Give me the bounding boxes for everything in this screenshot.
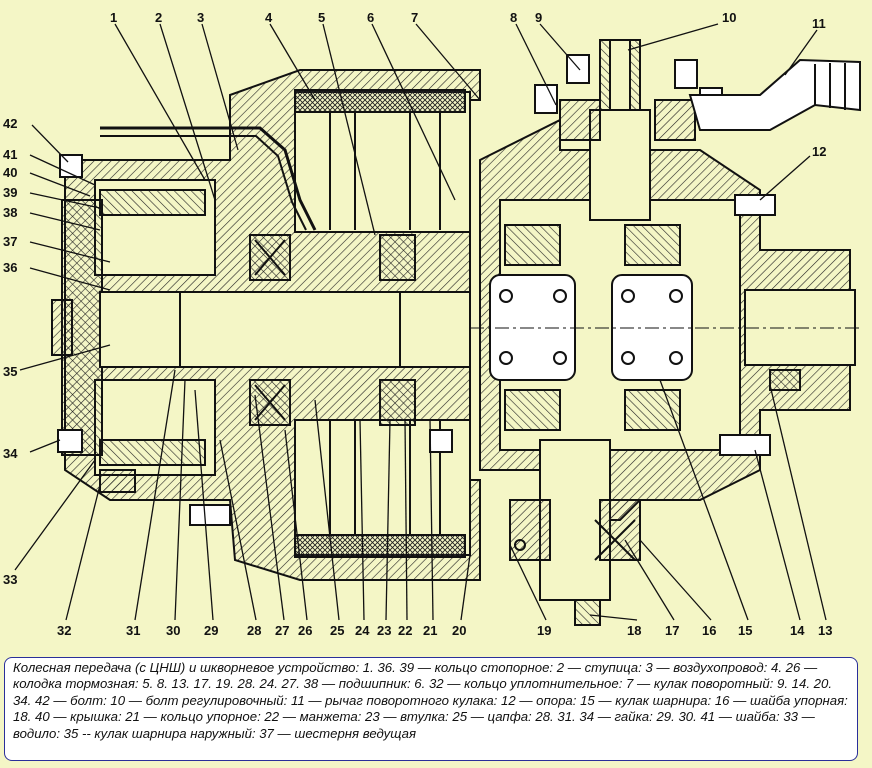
- callout-20: 20: [452, 623, 466, 638]
- callout-30: 30: [166, 623, 180, 638]
- callout-22: 22: [398, 623, 412, 638]
- callout-27: 27: [275, 623, 289, 638]
- callout-21: 21: [423, 623, 437, 638]
- callout-10: 10: [722, 10, 736, 25]
- callout-32: 32: [57, 623, 71, 638]
- callout-23: 23: [377, 623, 391, 638]
- wheel-hub-section: [51, 69, 481, 581]
- callout-13: 13: [818, 623, 832, 638]
- assembly-drawing: 1 2 3 4 5 6 7 8 9 10 11 12 13 14 15 16 1…: [3, 10, 861, 638]
- callout-6: 6: [367, 10, 374, 25]
- callout-8: 8: [510, 10, 517, 25]
- callout-28: 28: [247, 623, 261, 638]
- callout-15: 15: [738, 623, 752, 638]
- callout-1: 1: [110, 10, 117, 25]
- caption-box: Колесная передача (с ЦНШ) и шкворневое у…: [4, 657, 858, 761]
- callout-24: 24: [355, 623, 370, 638]
- callout-16: 16: [702, 623, 716, 638]
- callout-40: 40: [3, 165, 17, 180]
- callout-4: 4: [265, 10, 273, 25]
- callout-numbers: 1 2 3 4 5 6 7 8 9 10 11 12 13 14 15 16 1…: [3, 10, 832, 638]
- callout-9: 9: [535, 10, 542, 25]
- callout-29: 29: [204, 623, 218, 638]
- callout-38: 38: [3, 205, 17, 220]
- callout-41: 41: [3, 147, 17, 162]
- callout-14: 14: [790, 623, 805, 638]
- callout-33: 33: [3, 572, 17, 587]
- callout-25: 25: [330, 623, 344, 638]
- callout-11: 11: [812, 16, 826, 31]
- left-bolts: [57, 154, 453, 526]
- callout-5: 5: [318, 10, 325, 25]
- callout-7: 7: [411, 10, 418, 25]
- callout-37: 37: [3, 234, 17, 249]
- callout-17: 17: [665, 623, 679, 638]
- caption-text: Колесная передача (с ЦНШ) и шкворневое у…: [13, 660, 848, 741]
- callout-26: 26: [298, 623, 312, 638]
- callout-42: 42: [3, 116, 17, 131]
- callout-31: 31: [126, 623, 140, 638]
- callout-18: 18: [627, 623, 641, 638]
- callout-19: 19: [537, 623, 551, 638]
- callout-35: 35: [3, 364, 17, 379]
- callout-3: 3: [197, 10, 204, 25]
- callout-34: 34: [3, 446, 18, 461]
- callout-36: 36: [3, 260, 17, 275]
- callout-leaders: [14, 23, 827, 621]
- callout-12: 12: [812, 144, 826, 159]
- callout-2: 2: [155, 10, 162, 25]
- callout-39: 39: [3, 185, 17, 200]
- steering-knuckle-section: [470, 39, 861, 626]
